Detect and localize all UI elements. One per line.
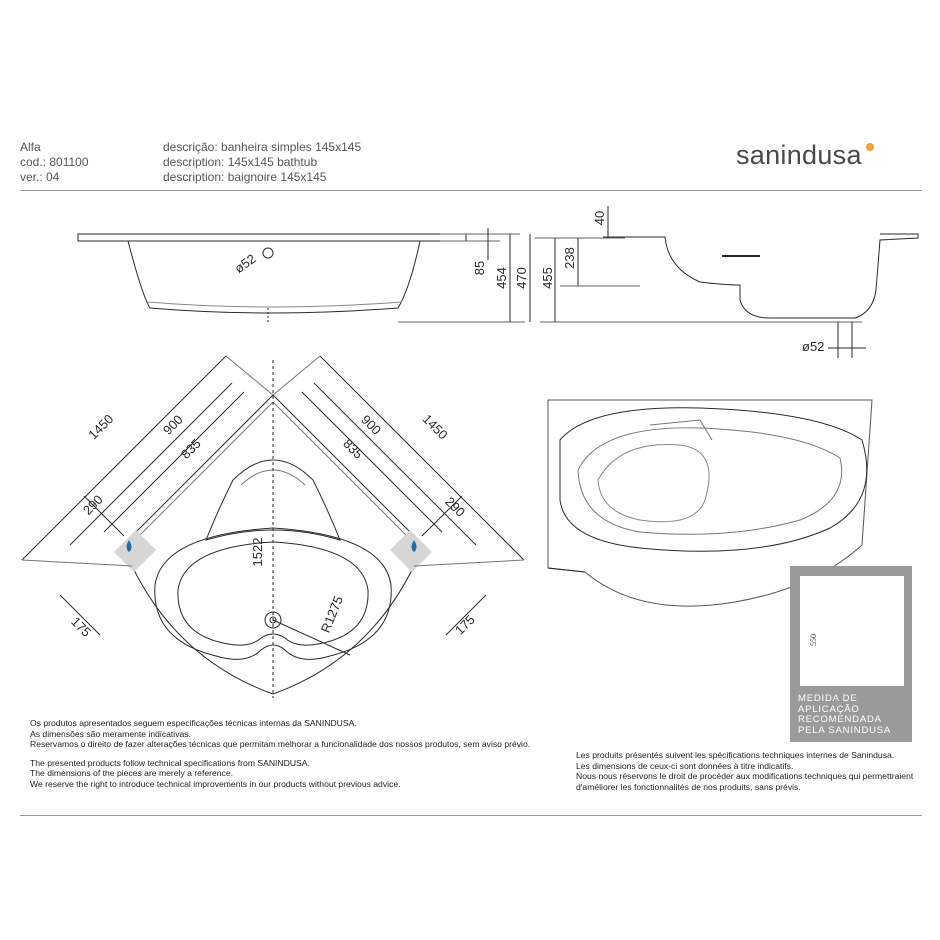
notes-en: The presented products follow technical … [30, 757, 401, 789]
description-en: description: 145x145 bathtub [163, 155, 318, 169]
dim-1450-left: 1450 [85, 411, 116, 442]
dim-line-835-left [103, 391, 245, 533]
notes-pt-en: Os produtos apresentados seguem especifi… [30, 718, 530, 798]
badge-height-label: 550 [809, 634, 818, 646]
perspective-view [547, 399, 873, 607]
height-470: 470 [514, 267, 529, 289]
dim-line-900-right [313, 382, 477, 546]
front-drain-diameter: ø52 [232, 251, 259, 276]
dim-radius: R1275 [318, 594, 346, 635]
badge-caption: MEDIDA DE APLICAÇÃO RECOMENDADA PELA SAN… [798, 693, 892, 736]
right-panel [390, 530, 432, 572]
side-drain-diameter: ø52 [802, 339, 824, 354]
water-drop-icon [126, 540, 132, 552]
product-version: ver.: 04 [20, 170, 60, 184]
drawing-sheet [20, 190, 922, 816]
dim-290-right: 290 [442, 494, 468, 520]
description-fr: description: baignoire 145x145 [163, 170, 327, 184]
perspective-backrest [597, 443, 710, 523]
product-name: Alfa [20, 140, 41, 154]
recommended-height-badge: 550 MEDIDA DE APLICAÇÃO RECOMENDADA PELA… [790, 566, 912, 742]
front-tub-body [127, 240, 421, 314]
brand-logo: sanindusa [736, 140, 874, 171]
product-code: cod.: 801100 [20, 155, 89, 169]
side-tub-profile [627, 233, 919, 319]
product-descriptions: descrição: banheira simples 145x145 desc… [163, 140, 361, 185]
product-meta: Alfa cod.: 801100 ver.: 04 [20, 140, 89, 185]
perspective-frame [547, 399, 873, 607]
height-85: 85 [472, 261, 487, 275]
dim-1450-right: 1450 [420, 411, 451, 442]
dim-835-right: 835 [340, 436, 366, 462]
badge-drawing-area [800, 576, 904, 686]
description-pt: descrição: banheira simples 145x145 [163, 140, 362, 154]
dim-835-left: 835 [178, 436, 204, 462]
plan-outline [131, 394, 415, 695]
plan-view [21, 355, 525, 698]
perspective-tub-rim [559, 407, 868, 552]
front-overflow-circle [262, 247, 274, 259]
dim-1522-diagonal: 1522 [250, 538, 265, 567]
front-elevation-view [77, 228, 556, 323]
height-454: 454 [494, 267, 509, 289]
height-40: 40 [592, 211, 607, 225]
brand-logo-text: sanindusa [736, 140, 862, 170]
dim-line-1450-right [319, 355, 525, 561]
dim-line-900-left [69, 382, 233, 546]
dim-line-1450-left [21, 355, 227, 561]
plan-backrest [205, 459, 341, 541]
height-238: 238 [562, 247, 577, 269]
brand-logo-dot-icon [865, 143, 874, 151]
notes-pt: Os produtos apresentados seguem especifi… [30, 718, 531, 750]
plan-basin-inner [177, 541, 369, 646]
height-455: 455 [540, 267, 555, 289]
dim-175-left: 175 [68, 614, 94, 640]
left-panel [114, 530, 156, 572]
dim-175-right: 175 [452, 612, 478, 638]
side-elevation-view [535, 206, 919, 358]
dim-900-left: 900 [160, 412, 186, 438]
front-rim [77, 233, 467, 242]
dim-line-835-right [301, 391, 443, 533]
water-drop-icon-right [411, 540, 417, 552]
notes-fr: Les produits présentés suivent les spéci… [576, 750, 914, 792]
